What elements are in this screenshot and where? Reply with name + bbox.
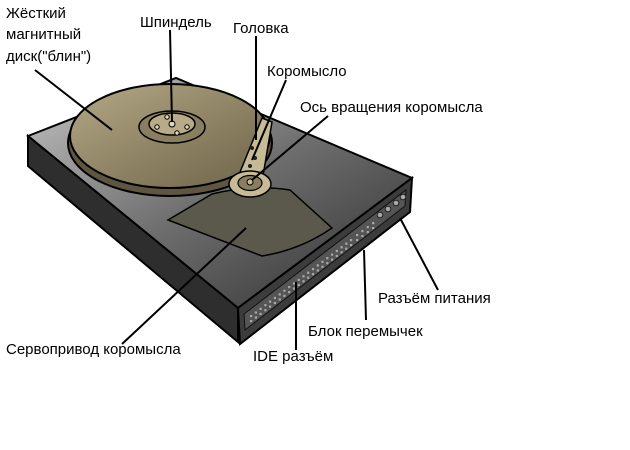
ide-pin xyxy=(254,311,257,314)
power-pin xyxy=(376,211,384,219)
ide-pin xyxy=(311,273,315,276)
ide-pin xyxy=(316,264,319,267)
ide-pin xyxy=(345,242,348,245)
ide-pin xyxy=(316,269,319,272)
label-jumpers: Блок перемычек xyxy=(308,323,423,340)
leader-power xyxy=(399,217,439,291)
ide-pin xyxy=(321,265,324,268)
ide-pin xyxy=(335,254,338,258)
power-pin xyxy=(399,193,407,201)
label-arm: Коромысло xyxy=(267,63,347,80)
ide-pin xyxy=(288,286,291,289)
jumper-pin xyxy=(366,231,369,234)
leader-pivot xyxy=(251,115,329,181)
ide-pin xyxy=(254,316,257,319)
ide-pin xyxy=(326,262,329,265)
ide-pin xyxy=(292,282,296,285)
spindle-screw xyxy=(184,124,190,130)
ide-pin xyxy=(345,247,348,250)
ide-pin xyxy=(350,244,353,247)
ide-pin xyxy=(283,294,286,297)
labels: Жёсткий магнитный диск("блин") Шпиндель … xyxy=(6,5,491,365)
label-spindle: Шпиндель xyxy=(140,14,212,31)
leader-spindle xyxy=(169,29,173,123)
ide-pin xyxy=(307,276,310,279)
ide-pin xyxy=(335,249,338,253)
ide-pin xyxy=(273,301,276,305)
ide-pin xyxy=(297,278,300,281)
spindle-screw xyxy=(154,124,160,130)
ide-pin xyxy=(269,305,272,308)
power-pin xyxy=(384,205,392,213)
jumper-pin xyxy=(356,239,359,242)
label-ide: IDE разъём xyxy=(253,348,333,365)
ide-pin xyxy=(297,283,300,286)
power-pin xyxy=(392,199,400,207)
ide-pin xyxy=(278,293,281,296)
ide-pin xyxy=(311,268,315,271)
leader-arm xyxy=(251,79,287,161)
ide-pin xyxy=(259,312,262,315)
leader-platter xyxy=(34,69,113,131)
ide-pin xyxy=(250,320,253,323)
label-platter-line3: диск("блин") xyxy=(6,48,91,65)
jumper-pin xyxy=(361,235,364,238)
ide-pin xyxy=(321,260,324,263)
ide-pin xyxy=(264,304,267,307)
jumper-pin xyxy=(372,227,375,230)
ide-pin xyxy=(250,315,253,318)
case-left-side xyxy=(27,133,239,345)
ide-connector xyxy=(250,239,353,323)
ide-pin xyxy=(302,275,305,278)
jumper-pin xyxy=(361,230,364,233)
ide-pin xyxy=(302,280,305,283)
spindle-screw xyxy=(164,114,170,120)
label-head: Головка xyxy=(233,20,289,37)
jumper-pin xyxy=(366,226,369,229)
ide-pin xyxy=(307,271,310,274)
label-platter-line1: Жёсткий xyxy=(6,5,66,22)
arm-hole xyxy=(248,164,252,168)
ide-pin xyxy=(288,291,291,294)
power-connector xyxy=(376,193,407,219)
label-pivot: Ось вращения коромысла xyxy=(300,99,483,116)
ide-pin xyxy=(292,287,296,290)
leader-servo xyxy=(121,227,247,345)
label-servo: Сервопривод коромысла xyxy=(6,341,181,358)
ide-pin xyxy=(269,300,272,303)
pivot-center xyxy=(246,178,254,186)
ide-pin xyxy=(340,251,343,254)
ide-pin xyxy=(340,246,343,249)
spindle-screw xyxy=(174,130,180,136)
leader-jumpers xyxy=(363,249,367,321)
ide-pin xyxy=(331,253,334,256)
ide-pin xyxy=(331,258,334,261)
label-power: Разъём питания xyxy=(378,290,491,307)
ide-pin xyxy=(259,307,262,310)
spindle xyxy=(138,110,206,144)
ide-pin xyxy=(273,296,276,300)
ide-pin xyxy=(264,309,267,312)
ide-pin xyxy=(350,239,353,242)
jumper-pin xyxy=(356,234,359,237)
arm-hole xyxy=(250,146,254,150)
ide-pin xyxy=(326,257,329,260)
label-platter-line2: магнитный xyxy=(6,26,81,43)
jumper-pin xyxy=(372,222,375,225)
leader-lines xyxy=(34,29,439,350)
ide-pin xyxy=(283,289,286,292)
ide-pin xyxy=(278,298,281,301)
jumper-block xyxy=(356,222,375,242)
